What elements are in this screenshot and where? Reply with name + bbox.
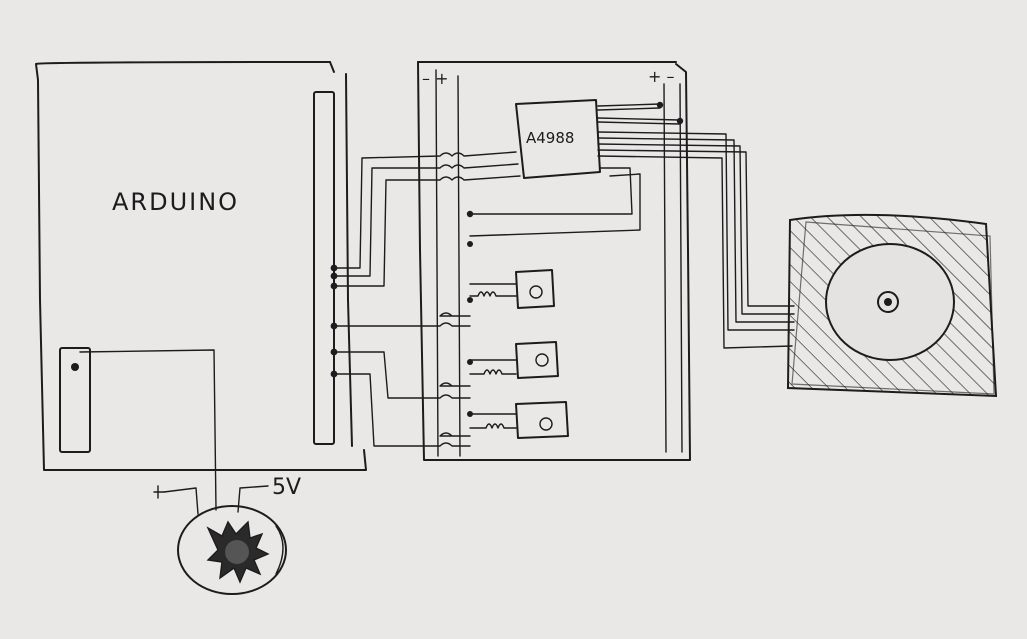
button-2 — [515, 341, 559, 379]
resistor-2 — [439, 359, 517, 387]
arduino-label: ARDUINO — [112, 188, 239, 216]
supply-voltage-label: 5V — [272, 475, 301, 500]
a4988-label: A4988 — [526, 129, 574, 147]
resistor-1 — [439, 283, 517, 317]
motor-wires — [597, 131, 795, 349]
resistor-3 — [439, 411, 517, 437]
driver-power-wires — [597, 101, 684, 125]
button-1 — [515, 269, 555, 309]
breadboard-dots — [467, 241, 473, 247]
driver-to-breadboard-wires — [466, 167, 641, 237]
breadboard — [417, 61, 691, 461]
power-wires — [79, 349, 269, 515]
a4988-driver — [515, 99, 601, 179]
power-jack — [177, 505, 287, 595]
button-3 — [515, 401, 569, 439]
signal-wires — [330, 151, 521, 447]
breadboard-rail-label-right: + – — [648, 67, 675, 86]
breadboard-rail-label-left: – + — [422, 69, 449, 88]
stepper-motor — [786, 213, 998, 398]
arduino-board — [35, 61, 367, 471]
